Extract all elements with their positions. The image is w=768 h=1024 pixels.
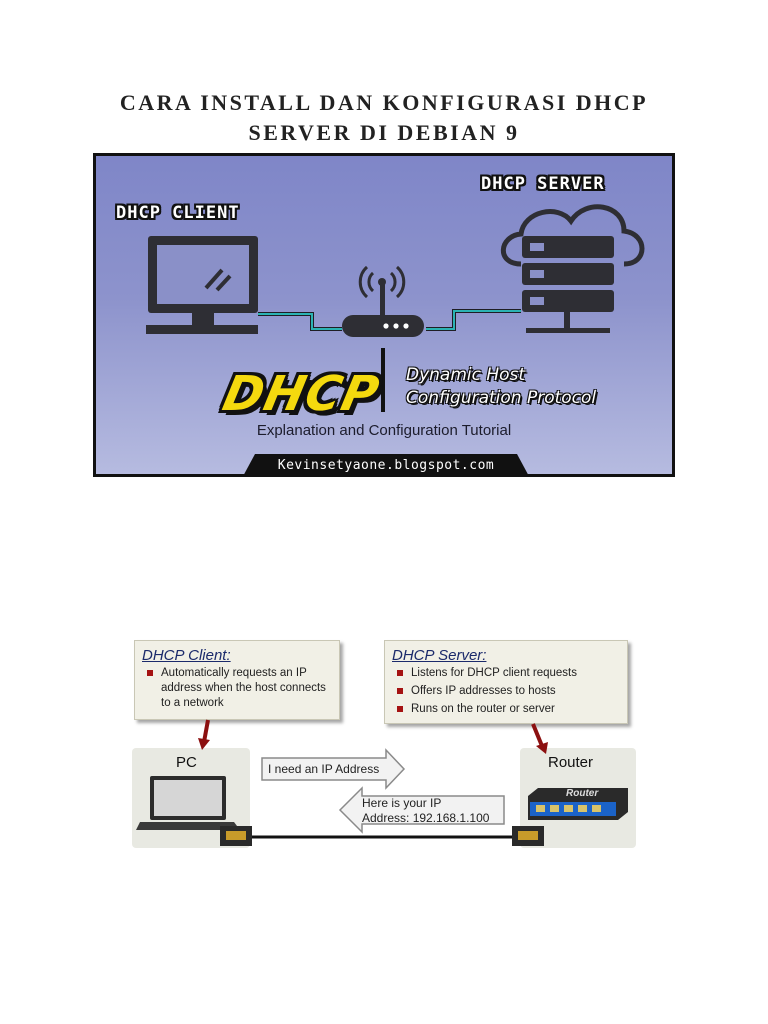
ethernet-port-icon [220,826,252,846]
reply-arrow-icon [338,786,505,834]
server-callout-item: Offers IP addresses to hosts [397,684,621,699]
server-callout-title: DHCP Server: [392,647,487,664]
request-arrow-icon [261,748,406,790]
client-callout-title: DHCP Client: [142,647,231,664]
dhcp-diagram-image: DHCP Client: Automatically requests an I… [128,636,638,852]
banner-illustration [146,204,645,412]
server-callout-item: Runs on the router or server [397,702,621,717]
dhcp-banner-image: DHCP CLIENT DHCP SERVER DHCP Dynamic Hos… [93,153,675,477]
dhcp-server-callout: DHCP Server: Listens for DHCP client req… [384,640,628,724]
bullet-icon [397,706,403,712]
laptop-icon [136,776,240,830]
full-name-line-1: Dynamic Host [406,365,526,385]
full-name-line-2: Configuration Protocol [406,388,597,408]
dhcp-logo-text: DHCP [218,366,385,422]
website-tag: Kevinsetyaone.blogspot.com [241,454,531,474]
cloud-server-icon [500,204,645,333]
bullet-icon [147,670,153,676]
request-message: I need an IP Address [268,762,380,776]
reply-message: Here is your IP Address: 192.168.1.100 [362,796,489,826]
diagram-graphics [136,719,628,846]
network-cable [258,309,521,331]
client-callout-item: Automatically requests an IP address whe… [147,666,333,711]
router-icon [342,265,424,337]
bullet-icon [397,688,403,694]
document-title: CARA INSTALL DAN KONFIGURASI DHCP SERVER… [40,88,728,148]
title-line-2: SERVER DI DEBIAN 9 [248,120,520,145]
router-device-text: Router [566,788,599,799]
dhcp-client-callout: DHCP Client: Automatically requests an I… [134,640,340,720]
banner-subtitle: Explanation and Configuration Tutorial [256,422,512,439]
pointer-arrow-icon [198,719,210,750]
monitor-icon [146,236,258,334]
router-label: Router [548,754,594,771]
dhcp-client-label: DHCP CLIENT [116,203,240,223]
ethernet-port-icon [512,826,544,846]
dhcp-full-name: Dynamic Host Configuration Protocol [406,364,636,410]
router-device-icon [528,788,628,820]
divider-line [381,348,385,412]
bullet-icon [397,670,403,676]
dhcp-server-label: DHCP SERVER [481,174,605,194]
pc-label: PC [176,754,197,771]
reply-line-2: Address: 192.168.1.100 [362,811,490,825]
pointer-arrow-icon [531,723,548,754]
server-callout-item: Listens for DHCP client requests [397,666,621,681]
title-line-1: CARA INSTALL DAN KONFIGURASI DHCP [119,90,649,115]
reply-line-1: Here is your IP [362,796,442,810]
